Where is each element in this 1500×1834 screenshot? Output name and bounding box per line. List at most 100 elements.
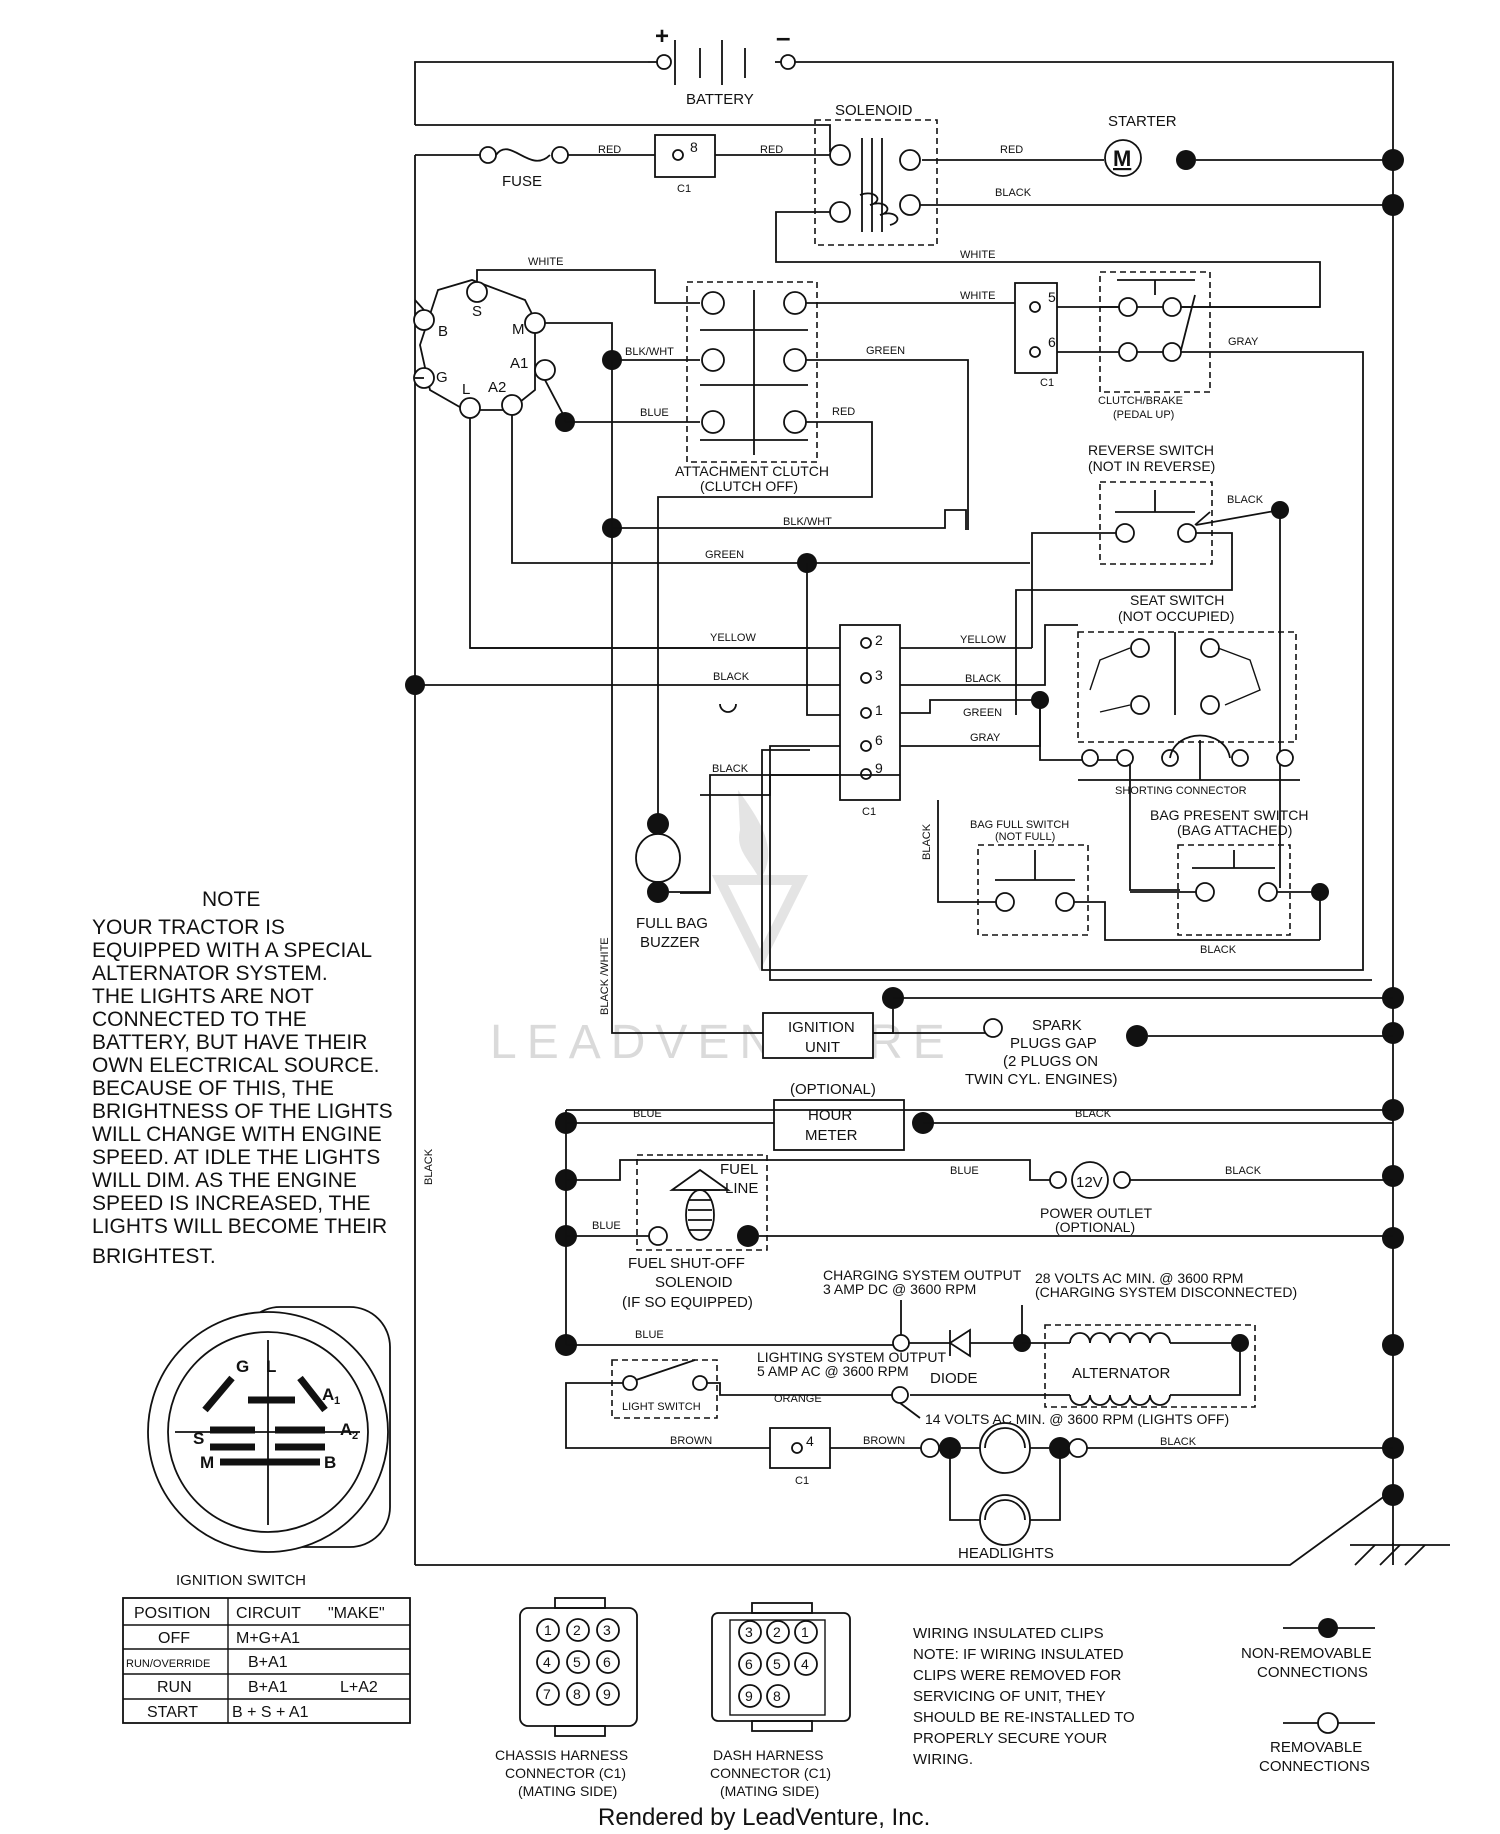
- hour-meter-label-2: METER: [805, 1127, 858, 1144]
- reverse-switch-sub: (NOT IN REVERSE): [1088, 458, 1215, 474]
- starter: M STARTER: [1104, 113, 1393, 177]
- wire-label-red: RED: [832, 406, 855, 418]
- power-outlet-voltage: 12V: [1076, 1174, 1103, 1191]
- charging-system: CHARGING SYSTEM OUTPUT 3 AMP DC @ 3600 R…: [555, 1267, 1297, 1427]
- fuel-shutoff-label-3: (IF SO EQUIPPED): [622, 1294, 753, 1311]
- wire-label-white: WHITE: [528, 256, 563, 268]
- table-cell: M+G+A1: [236, 1630, 300, 1647]
- harness-pin: 8: [773, 1688, 781, 1704]
- chassis-harness-label: CHASSIS HARNESS: [495, 1747, 628, 1763]
- wire-label-gray: GRAY: [970, 732, 1001, 744]
- terminal-s: S: [472, 303, 482, 320]
- wire-label-blkwht: BLK/WHT: [625, 346, 674, 358]
- bag-full-switch: BAG FULL SWITCH (NOT FULL) BLACK: [921, 800, 1320, 941]
- bag-present-switch: BAG PRESENT SWITCH (BAG ATTACHED) BLACK: [1130, 807, 1329, 956]
- dash-harness-label-3: (MATING SIDE): [720, 1783, 819, 1799]
- note-line: OWN ELECTRICAL SOURCE.: [92, 1054, 379, 1077]
- wire-label-white: WHITE: [960, 290, 995, 302]
- ignition-table: POSITION CIRCUIT "MAKE" OFF M+G+A1 RUN/O…: [122, 1597, 411, 1724]
- note-line: BECAUSE OF THIS, THE: [92, 1077, 334, 1100]
- seat-switch-sub: (NOT OCCUPIED): [1118, 608, 1234, 624]
- pin-label: 6: [875, 732, 883, 748]
- wire-label-black: BLACK: [921, 823, 933, 860]
- harness-pin: 8: [573, 1686, 581, 1702]
- wire-label-blue: BLUE: [633, 1108, 662, 1120]
- c1-label: C1: [862, 806, 876, 818]
- note-block: NOTE YOUR TRACTOR IS EQUIPPED WITH A SPE…: [92, 888, 393, 1268]
- charging-output-sub: 3 AMP DC @ 3600 RPM: [823, 1281, 976, 1297]
- pin-label: 6: [1048, 334, 1056, 350]
- note-line: BRIGHTEST.: [92, 1245, 216, 1268]
- left-bus: [565, 1109, 1393, 1345]
- note-line: YOUR TRACTOR IS: [92, 916, 285, 939]
- frame-wires: [414, 61, 1394, 1566]
- terminal-a1: A1: [510, 355, 528, 372]
- wire-label-red: RED: [1000, 144, 1023, 156]
- wire-label-yellow: YELLOW: [710, 632, 756, 644]
- table-header: "MAKE": [328, 1605, 385, 1622]
- pin-label: 1: [875, 702, 883, 718]
- harness-pin: 4: [543, 1654, 551, 1670]
- battery-minus-sign: –: [776, 22, 790, 52]
- ignition-switch-schematic: S B M A1 G L A2 WHITE BLK/WHT BLUE: [413, 256, 1030, 649]
- harness-pin: 5: [773, 1656, 781, 1672]
- non-removable-dot: [1318, 1618, 1338, 1638]
- harness-pin: 4: [801, 1656, 809, 1672]
- starter-label: STARTER: [1108, 113, 1177, 130]
- bag-present-label: BAG PRESENT SWITCH: [1150, 807, 1308, 823]
- note-line: ALTERNATOR SYSTEM.: [92, 962, 328, 985]
- spark-label-3: (2 PLUGS ON: [1003, 1053, 1098, 1070]
- dash-harness-label-2: CONNECTOR (C1): [710, 1765, 831, 1781]
- note-line: BRIGHTNESS OF THE LIGHTS: [92, 1100, 393, 1123]
- wire-label-orange: ORANGE: [774, 1393, 822, 1405]
- watermark-text: LEADVENTURE: [490, 1016, 955, 1069]
- face-letter-a1-sub: 1: [334, 1395, 340, 1407]
- fuel-line-label: FUEL: [720, 1161, 758, 1178]
- table-cell: B+A1: [248, 1679, 288, 1696]
- starter-m: M: [1113, 146, 1131, 171]
- hour-meter-label: HOUR: [808, 1107, 852, 1124]
- face-letter-s: S: [193, 1429, 204, 1448]
- attachment-clutch: ATTACHMENT CLUTCH (CLUTCH OFF) WHITE GRE…: [657, 281, 1015, 820]
- wire-label-blue: BLUE: [950, 1165, 979, 1177]
- fuel-line-label-2: LINE: [725, 1180, 758, 1197]
- fuel-shutoff-solenoid: FUEL LINE BLUE FUEL SHUT-OFF SOLENOID (I…: [555, 1154, 1393, 1311]
- face-letter-a2-sub: 2: [352, 1430, 358, 1442]
- ac28-sub: (CHARGING SYSTEM DISCONNECTED): [1035, 1284, 1297, 1300]
- clips-note-line: NOTE: IF WIRING INSULATED: [913, 1646, 1124, 1663]
- face-letter-l: L: [266, 1357, 276, 1376]
- shorting-connector-label: SHORTING CONNECTOR: [1115, 785, 1247, 797]
- ignition-unit-label: IGNITION: [788, 1019, 855, 1036]
- table-cell: B+A1: [248, 1654, 288, 1671]
- c1-label: C1: [677, 183, 691, 195]
- buzzer-label: FULL BAG: [636, 915, 708, 932]
- wire-label-black: BLACK: [712, 763, 749, 775]
- wire-label-brown: BROWN: [670, 1435, 712, 1447]
- spark-label-2: PLUGS GAP: [1010, 1035, 1097, 1052]
- bag-full-sub: (NOT FULL): [995, 831, 1055, 843]
- connection-legend: NON-REMOVABLE CONNECTIONS REMOVABLE CONN…: [1241, 1618, 1375, 1775]
- legend-removable: REMOVABLE: [1270, 1739, 1362, 1756]
- ac14-label: 14 VOLTS AC MIN. @ 3600 RPM (LIGHTS OFF): [925, 1411, 1229, 1427]
- wire-label-green: GREEN: [963, 707, 1002, 719]
- chassis-harness-label-2: CONNECTOR (C1): [505, 1765, 626, 1781]
- table-cell: B + S + A1: [232, 1704, 309, 1721]
- ignition-switch-face: G L A 1 A 2 S M B IGNITION SWITCH: [147, 1306, 391, 1589]
- harness-pin: 2: [773, 1624, 781, 1640]
- wire-label-black: BLACK: [1200, 944, 1237, 956]
- watermark: LEADVENTURE: [490, 790, 955, 1069]
- light-switch-label: LIGHT SWITCH: [622, 1401, 701, 1413]
- wire-label-blkwht: BLK/WHT: [783, 516, 832, 528]
- harness-pin: 9: [745, 1688, 753, 1704]
- terminal-l: L: [462, 381, 470, 398]
- clutch-brake-sub: (PEDAL UP): [1113, 409, 1174, 421]
- table-header: CIRCUIT: [236, 1605, 301, 1622]
- wire-label-green: GREEN: [866, 345, 905, 357]
- pin-label: 9: [875, 760, 883, 776]
- battery-positive-terminal: [656, 54, 672, 70]
- c1-label: C1: [795, 1475, 809, 1487]
- terminal-b: B: [438, 323, 448, 340]
- wire-label-brown: BROWN: [863, 1435, 905, 1447]
- wire-label-blue: BLUE: [635, 1329, 664, 1341]
